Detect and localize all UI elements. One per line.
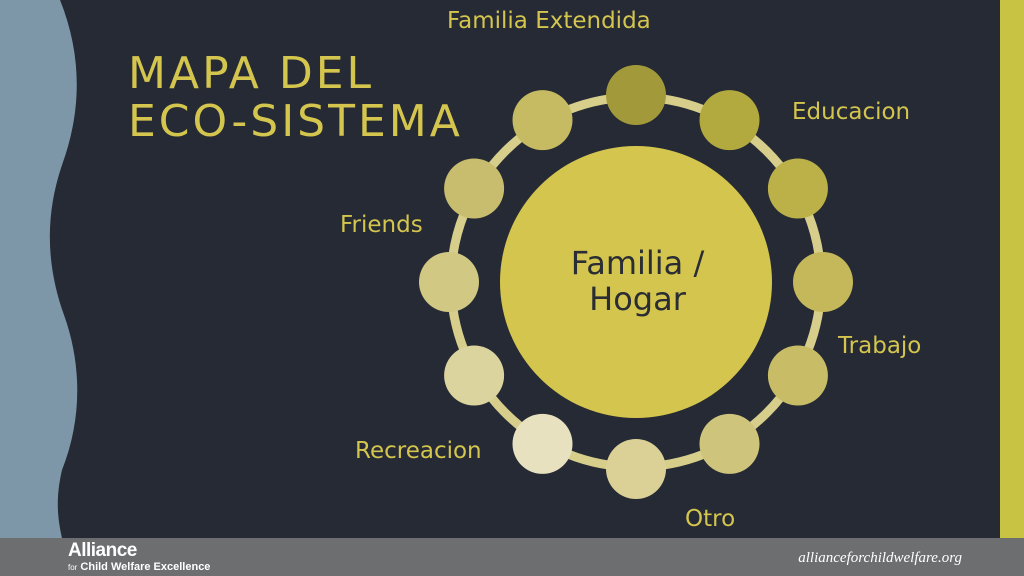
ecosystem-node-5 (767, 345, 828, 406)
center-circle (500, 146, 772, 418)
ecosystem-node-6 (699, 413, 760, 474)
logo-rest: Child Welfare Excellence (80, 561, 211, 573)
label-otro: Otro (685, 506, 736, 532)
ecosystem-node-4 (793, 252, 853, 312)
label-familia-extendida: Familia Extendida (447, 8, 651, 34)
ecosystem-node-8 (512, 413, 573, 474)
slide-title: MAPA DEL ECO-SISTEMA (128, 50, 463, 146)
logo-prefix: for (68, 563, 78, 572)
label-recreacion: Recreacion (355, 438, 482, 464)
label-educacion: Educacion (792, 99, 911, 125)
decorative-wave-panel (0, 0, 78, 538)
center-label: Familia / Hogar (520, 245, 755, 317)
ecosystem-nodes (419, 65, 853, 499)
label-friends: Friends (340, 212, 423, 238)
ecosystem-node-2 (699, 90, 760, 151)
slide-title-line-2: ECO-SISTEMA (128, 96, 463, 147)
ecosystem-node-11 (444, 158, 505, 219)
label-trabajo: Trabajo (838, 333, 922, 359)
website-url[interactable]: allianceforchildwelfare.org (798, 550, 962, 566)
slide-title-line-1: MAPA DEL (128, 48, 375, 99)
accent-bar (1000, 0, 1024, 538)
center-label-line-1: Familia / (570, 244, 705, 282)
ecosystem-node-1 (606, 65, 666, 125)
ecosystem-node-7 (606, 439, 666, 499)
center-label-line-2: Hogar (589, 280, 686, 318)
ecosystem-node-3 (767, 158, 828, 219)
alliance-logo-subtitle: for Child Welfare Excellence (68, 561, 210, 573)
ecosystem-node-12 (512, 90, 573, 151)
wave-shape (0, 0, 78, 538)
ecosystem-node-9 (444, 345, 505, 406)
footer-bar (0, 538, 1024, 576)
alliance-logo: Alliance (68, 540, 137, 561)
ecosystem-node-10 (419, 252, 479, 312)
